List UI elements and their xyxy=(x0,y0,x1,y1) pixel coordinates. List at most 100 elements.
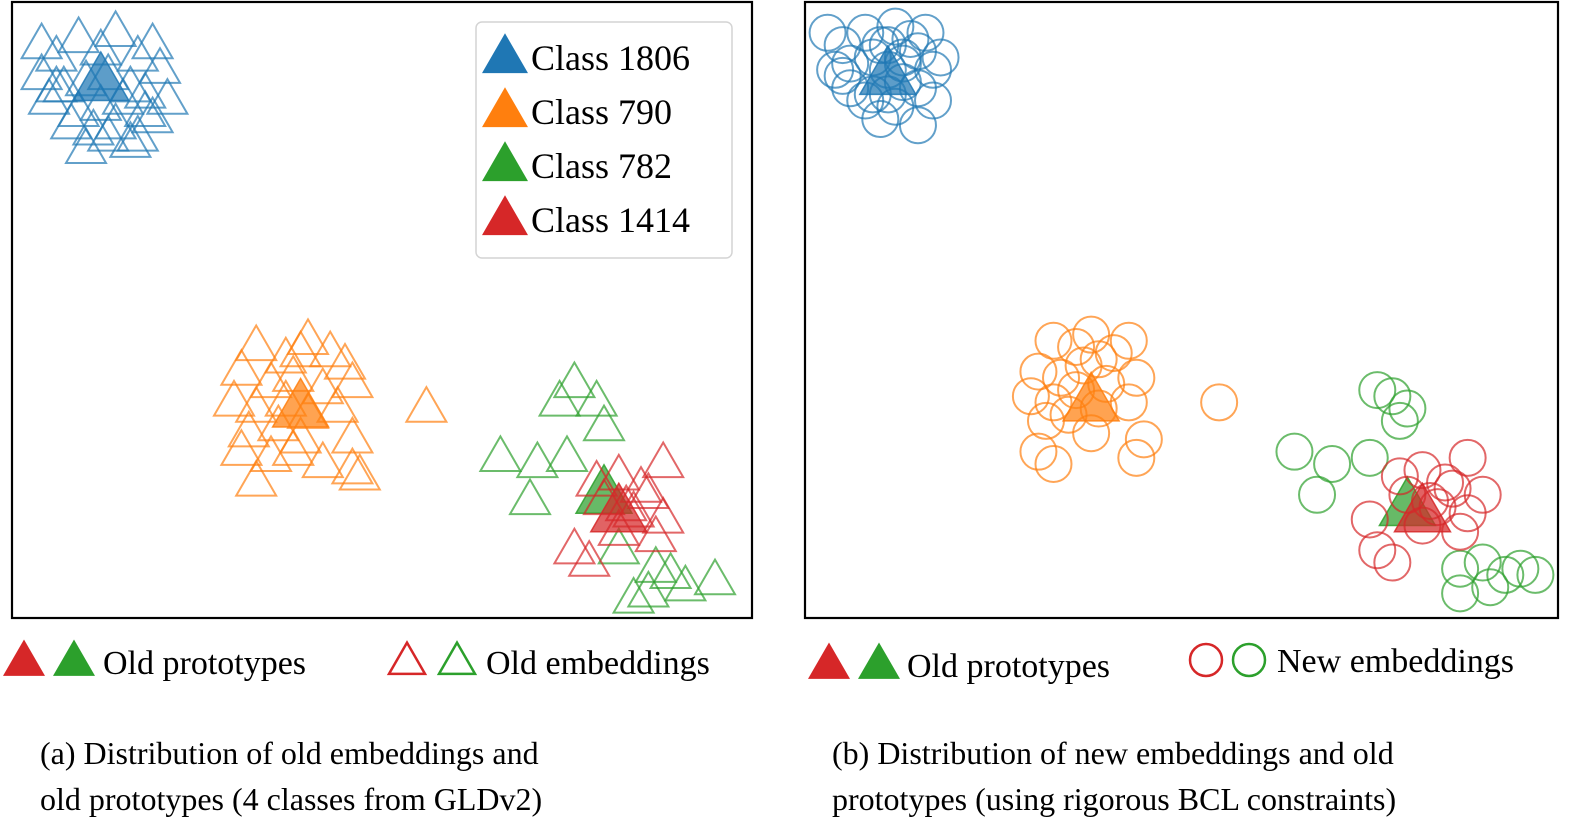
caption-a-line2: old prototypes (4 classes from GLDv2) xyxy=(40,781,543,817)
point-p1-s0-6 xyxy=(906,13,945,52)
point-p1-s0-20 xyxy=(861,100,900,139)
point-p0-s2-21 xyxy=(271,428,315,466)
point-p0-s0-26 xyxy=(108,120,153,158)
point-p1-s6-13 xyxy=(1463,475,1502,514)
point-p1-s2-11 xyxy=(1034,383,1073,422)
point-p0-s0-23 xyxy=(130,95,175,134)
point-p0-s6-10 xyxy=(567,539,611,577)
point-p1-s4-10 xyxy=(1486,555,1525,594)
point-p1-s4-6 xyxy=(1350,438,1389,477)
point-p0-s0-6 xyxy=(130,21,175,60)
point-p1-s6-12 xyxy=(1426,463,1465,502)
point-p0-s4-6 xyxy=(545,434,589,473)
legend-a-proto-red xyxy=(3,639,45,676)
point-p0-s2-0 xyxy=(234,323,278,362)
point-p1-s0-25 xyxy=(823,56,862,95)
point-p0-s2-24 xyxy=(234,459,278,497)
legend-b-emb-red xyxy=(1188,642,1224,678)
caption-a-line1: (a) Distribution of old embeddings and xyxy=(40,735,539,771)
point-p0-s4-9 xyxy=(634,545,678,583)
point-p1-s2-0 xyxy=(1034,321,1073,360)
point-p1-s2-5 xyxy=(1019,352,1058,391)
point-p0-s6-1 xyxy=(574,459,619,497)
point-p0-s0-12 xyxy=(138,46,182,84)
point-p0-s2-14 xyxy=(315,385,360,423)
point-p1-s4-9 xyxy=(1463,543,1502,582)
caption-b-line2: prototypes (using rigorous BCL constrain… xyxy=(832,781,1397,817)
legend-b-proto-red xyxy=(808,642,850,679)
point-p1-s6-10 xyxy=(1373,543,1412,582)
point-p0-s6-9 xyxy=(552,526,597,565)
point-p1-s4-12 xyxy=(1471,568,1510,607)
point-p1-s1-0 xyxy=(858,44,918,96)
point-p0-s2-6 xyxy=(249,360,293,399)
caption-b-line1: (b) Distribution of new embeddings and o… xyxy=(832,735,1394,771)
point-p1-s2-14 xyxy=(1109,383,1148,422)
point-p1-s4-1 xyxy=(1373,377,1412,416)
point-p1-s4-0 xyxy=(1358,371,1397,410)
point-p1-s0-0 xyxy=(808,13,847,52)
point-p0-s2-1 xyxy=(264,335,308,374)
point-p0-s2-27 xyxy=(404,385,449,423)
point-p1-s2-2 xyxy=(1072,315,1111,354)
point-p1-s2-6 xyxy=(1042,358,1081,397)
point-p0-s2-3 xyxy=(308,329,352,368)
point-p0-s2-26 xyxy=(278,329,323,368)
point-p0-s4-4 xyxy=(478,434,523,473)
legend-a-prototypes-label: Old prototypes xyxy=(103,645,306,682)
point-p0-s4-8 xyxy=(597,526,641,565)
point-p1-s0-22 xyxy=(898,106,937,145)
point-p0-s0-22 xyxy=(116,114,160,152)
point-p0-s4-11 xyxy=(663,563,708,602)
point-p0-s2-11 xyxy=(234,385,278,423)
point-p0-s0-25 xyxy=(86,114,130,152)
legend-a-emb-red xyxy=(386,640,428,676)
point-p0-s7-0 xyxy=(589,481,649,533)
legend-b-prototypes-label: Old prototypes xyxy=(907,648,1110,685)
point-p1-s2-18 xyxy=(1124,420,1163,459)
legend-label-2: Class 782 xyxy=(531,146,672,186)
point-p1-s2-22 xyxy=(1079,340,1118,379)
point-p0-s6-8 xyxy=(634,514,678,553)
legend-label-1: Class 790 xyxy=(531,92,672,132)
legend-marker-0 xyxy=(482,33,528,74)
legend-b-embeddings-label: New embeddings xyxy=(1277,643,1514,680)
point-p0-s4-0 xyxy=(552,360,597,399)
point-p1-s0-2 xyxy=(846,13,885,52)
point-p1-s4-2 xyxy=(1388,389,1427,428)
point-p0-s4-7 xyxy=(508,477,552,516)
point-p0-s2-20 xyxy=(249,434,293,473)
legend-b-proto-green xyxy=(858,642,900,679)
legend-box xyxy=(475,21,733,259)
point-p0-s4-1 xyxy=(537,378,582,417)
legend-b-emb-green xyxy=(1231,642,1267,678)
point-p0-s2-4 xyxy=(323,341,367,380)
point-p0-s0-2 xyxy=(56,15,101,54)
point-p1-s2-1 xyxy=(1057,327,1096,366)
point-p0-s0-27 xyxy=(34,64,79,103)
legend-marker-2 xyxy=(482,141,528,182)
point-p0-s4-5 xyxy=(515,440,560,479)
point-p0-s1-0 xyxy=(71,50,131,102)
point-p1-s3-0 xyxy=(1061,370,1121,422)
point-p0-s2-9 xyxy=(330,360,375,399)
point-p0-s6-3 xyxy=(626,471,671,509)
point-p0-s0-5 xyxy=(116,33,160,72)
point-p1-s2-7 xyxy=(1064,346,1103,385)
point-p1-s2-23 xyxy=(1200,383,1239,422)
legend-label-0: Class 1806 xyxy=(531,38,690,78)
point-p1-s2-9 xyxy=(1117,358,1156,397)
legend-marker-1 xyxy=(482,87,528,128)
point-p1-s0-5 xyxy=(891,19,930,58)
point-p0-s2-18 xyxy=(330,415,375,454)
point-p0-s0-24 xyxy=(64,126,108,165)
point-p1-s6-1 xyxy=(1380,457,1419,496)
point-p0-s0-4 xyxy=(93,9,138,47)
point-p1-s4-4 xyxy=(1275,432,1314,471)
point-p0-s2-19 xyxy=(219,428,264,466)
legend-label-3: Class 1414 xyxy=(531,200,690,240)
point-p1-s2-4 xyxy=(1109,321,1148,360)
point-p0-s4-14 xyxy=(626,569,671,608)
point-p0-s4-12 xyxy=(693,557,737,596)
